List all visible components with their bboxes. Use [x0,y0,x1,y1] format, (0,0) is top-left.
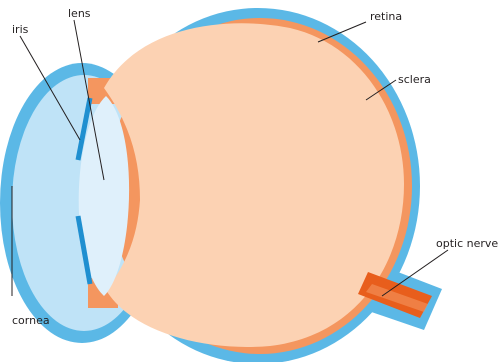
optic-nerve-label: optic nerve [436,238,498,249]
vitreous-body [104,23,404,347]
cornea-label: cornea [12,315,50,326]
iris-label: iris [12,24,28,35]
lens-label: lens [68,8,91,19]
retina-label: retina [370,11,402,22]
sclera-label: sclera [398,74,431,85]
